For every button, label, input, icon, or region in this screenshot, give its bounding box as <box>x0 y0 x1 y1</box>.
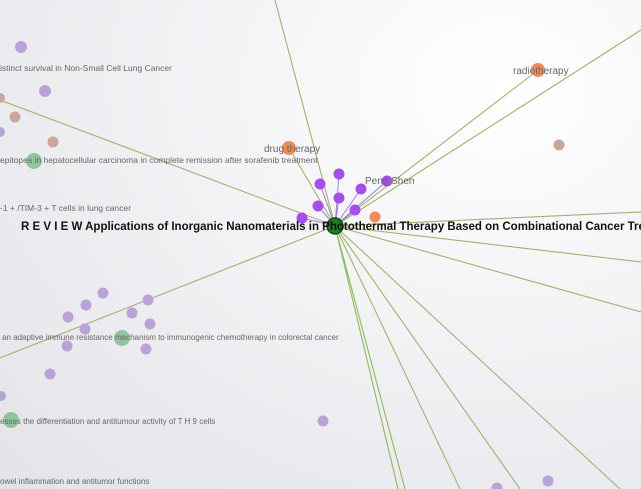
graph-node-paper[interactable] <box>142 294 154 306</box>
graph-node-paper[interactable] <box>97 287 109 299</box>
node-label-bowel: owel inflammation and antitumor function… <box>0 477 149 486</box>
graph-edge <box>334 225 521 489</box>
graph-node-cluster[interactable] <box>114 330 130 346</box>
graph-node-topic[interactable] <box>369 211 381 223</box>
graph-node-author[interactable] <box>349 204 361 216</box>
node-label-hcc: epitopes in hepatocellular carcinoma in … <box>0 155 318 165</box>
graph-node-paper[interactable] <box>317 415 329 427</box>
graph-edge <box>334 225 461 489</box>
node-label-radiotherapy: radiotherapy <box>513 66 569 77</box>
node-label-crc: an adaptive immune resistance mechanism … <box>2 333 339 342</box>
graph-edge <box>334 225 399 489</box>
graph-node-paper[interactable] <box>15 41 27 53</box>
graph-node-keyword[interactable] <box>0 93 5 103</box>
graph-node-author[interactable] <box>312 200 324 212</box>
graph-node-topic[interactable] <box>282 141 296 155</box>
graph-node-author[interactable] <box>333 168 345 180</box>
graph-node-paper[interactable] <box>79 323 91 335</box>
graph-node-author[interactable] <box>314 178 326 190</box>
graph-edge <box>334 225 406 489</box>
graph-edge <box>334 69 539 227</box>
graph-edge <box>334 29 641 227</box>
graph-node-paper[interactable] <box>80 299 92 311</box>
graph-edge <box>334 225 621 489</box>
graph-node-topic[interactable] <box>531 63 545 77</box>
graph-node-paper[interactable] <box>39 85 51 97</box>
graph-node-author[interactable] <box>296 212 308 224</box>
graph-node-keyword[interactable] <box>47 136 59 148</box>
node-label-peng-shen: Peng Shen <box>365 176 415 187</box>
graph-node-author[interactable] <box>333 192 345 204</box>
graph-node-paper[interactable] <box>0 127 5 137</box>
graph-node-author[interactable] <box>381 175 393 187</box>
graph-node-keyword[interactable] <box>9 111 21 123</box>
graph-node-cluster[interactable] <box>3 412 19 428</box>
graph-node-paper[interactable] <box>144 318 156 330</box>
graph-node-paper[interactable] <box>44 368 56 380</box>
node-label-tim3: -1 + /TIM-3 + T cells in lung cancer <box>0 203 131 213</box>
graph-nodes <box>0 41 565 489</box>
graph-node-cluster[interactable] <box>26 153 42 169</box>
graph-node-paper[interactable] <box>126 307 138 319</box>
graph-node-keyword[interactable] <box>553 139 565 151</box>
graph-node-paper[interactable] <box>491 482 503 489</box>
graph-node-author[interactable] <box>355 183 367 195</box>
graph-node-paper[interactable] <box>61 340 73 352</box>
graph-node-paper[interactable] <box>140 343 152 355</box>
graph-edge <box>334 225 641 263</box>
node-label-th9: esses the differentiation and antitumour… <box>0 417 215 426</box>
node-label-nsclc: istinct survival in Non-Small Cell Lung … <box>0 63 172 73</box>
graph-edge <box>334 211 641 227</box>
node-label-drug-therapy: drug therapy <box>264 144 320 155</box>
graph-edge <box>0 99 336 227</box>
node-label-central-paper: R E V I E W Applications of Inorganic Na… <box>21 221 641 233</box>
graph-edge <box>274 0 336 227</box>
graph-node-central[interactable] <box>326 217 344 235</box>
graph-edge <box>288 147 336 227</box>
graph-node-paper[interactable] <box>0 391 6 401</box>
graph-node-paper[interactable] <box>62 311 74 323</box>
graph-node-paper[interactable] <box>542 475 554 487</box>
graph-edge <box>334 225 641 313</box>
graph-edge <box>0 225 336 359</box>
